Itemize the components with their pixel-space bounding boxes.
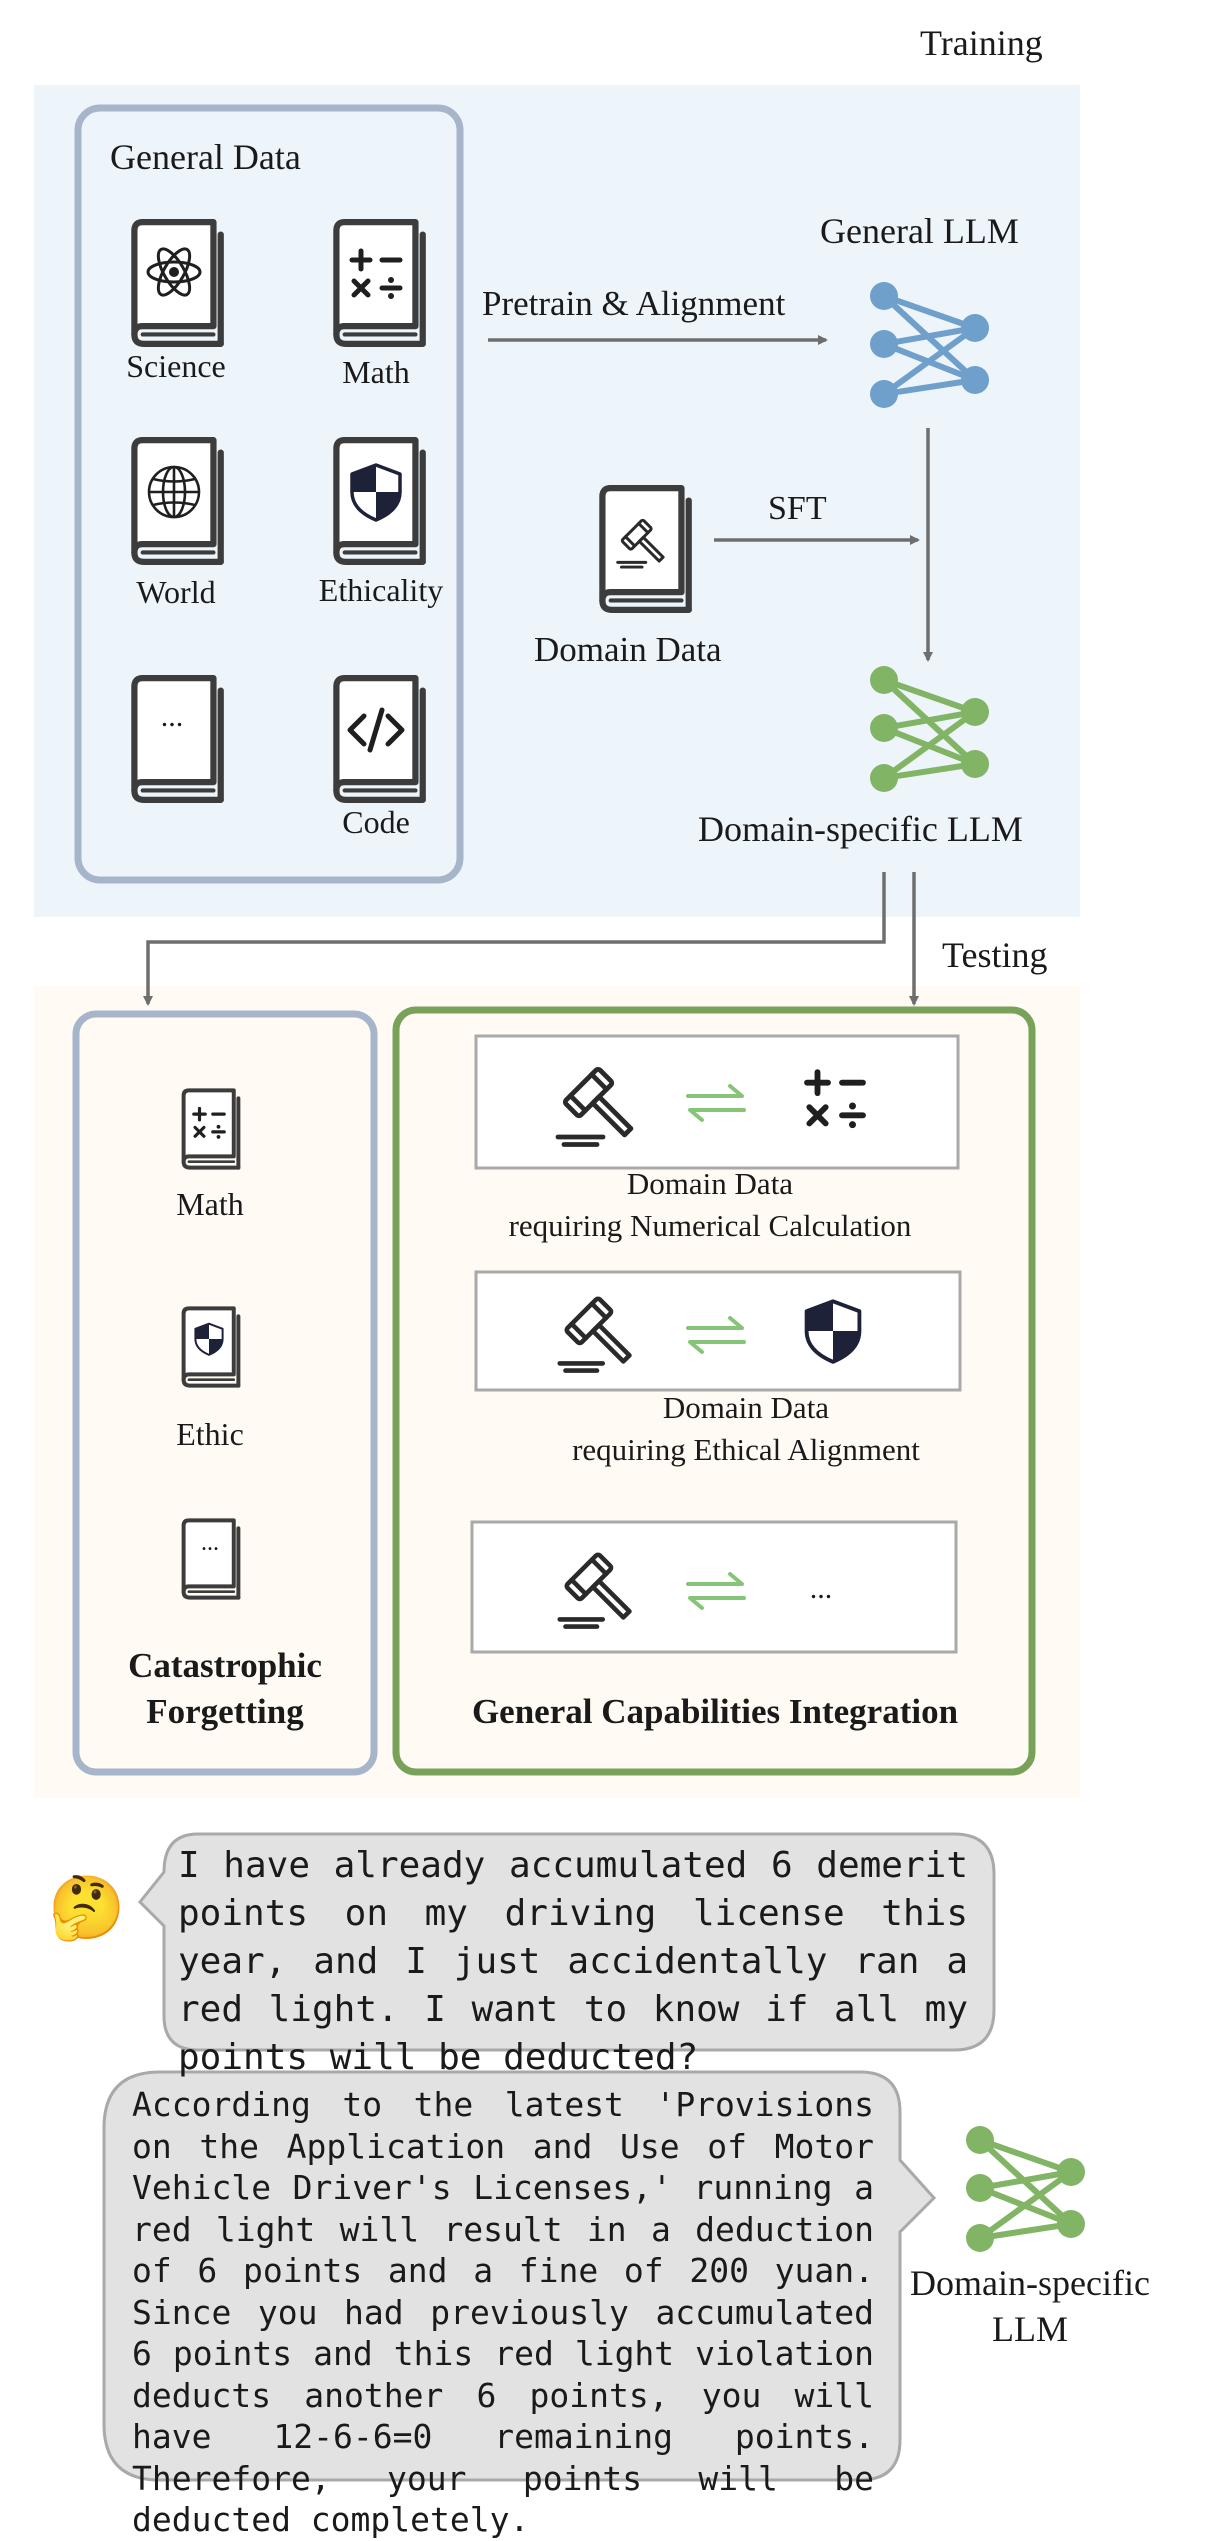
- general-data-title: General Data: [110, 137, 301, 177]
- book-world: [134, 440, 220, 562]
- pretrain-label: Pretrain & Alignment: [482, 284, 786, 323]
- book-code: [336, 678, 422, 800]
- ellipsis-icon: ...: [160, 700, 184, 733]
- forget-book-math: [184, 1090, 239, 1167]
- answer-bubble: [102, 2070, 937, 2482]
- ellipsis-icon: ...: [809, 1572, 833, 1605]
- book-label-science: Science: [126, 348, 226, 384]
- shield-icon: [804, 1299, 862, 1364]
- domain-data-label: Domain Data: [534, 630, 722, 669]
- forgetting-title-line2: Forgetting: [146, 1692, 304, 1731]
- row1-caption-line2: requiring Numerical Calculation: [508, 1208, 912, 1243]
- forget-book-ethic: [184, 1308, 239, 1385]
- domain-llm-label: Domain-specific LLM: [698, 809, 1023, 849]
- forget-label-ethic: Ethic: [176, 1416, 244, 1452]
- book-ethicality: [336, 440, 422, 562]
- training-title: Training: [920, 23, 1043, 63]
- forget-label-math: Math: [176, 1186, 244, 1222]
- shield-icon: [350, 463, 402, 522]
- question-bubble: [137, 1832, 996, 2052]
- row2-caption-line2: requiring Ethical Alignment: [572, 1432, 920, 1467]
- integration-row-3: [470, 1520, 958, 1654]
- book-label-math: Math: [342, 354, 410, 390]
- book-science: [134, 222, 220, 344]
- integration-box: [392, 1006, 1036, 1776]
- general-llm-label: General LLM: [820, 211, 1019, 251]
- book-label-world: World: [136, 574, 216, 610]
- forgetting-title-line1: Catastrophic: [128, 1646, 322, 1685]
- responder-label-line2: LLM: [992, 2309, 1068, 2349]
- sft-label: SFT: [768, 490, 827, 527]
- general-data-box: [74, 104, 464, 884]
- book-more: [134, 678, 220, 800]
- row1-caption-line1: Domain Data: [626, 1166, 794, 1201]
- thinking-emoji-avatar: 🤔: [48, 1871, 126, 1944]
- book-label-code: Code: [342, 804, 410, 840]
- book-math: [336, 222, 422, 344]
- integration-title: General Capabilities Integration: [471, 1692, 959, 1731]
- integration-row-1: [474, 1034, 960, 1170]
- answer-text: According to the latest 'Provisions on t…: [132, 2085, 874, 2539]
- forgetting-arrow: [143, 872, 886, 1006]
- book-label-ethicality: Ethicality: [318, 572, 444, 608]
- responder-network-icon: [966, 2126, 1085, 2252]
- domain-data-book: [602, 488, 688, 610]
- shield-icon: [194, 1322, 224, 1356]
- ellipsis-icon: ...: [201, 1530, 219, 1556]
- row2-caption-line1: Domain Data: [662, 1390, 830, 1425]
- question-text: I have already accumulated 6 demerit poi…: [178, 1845, 968, 2078]
- globe-icon: [147, 465, 201, 519]
- responder-label-line1: Domain-specific: [910, 2263, 1150, 2303]
- testing-title: Testing: [942, 935, 1048, 975]
- integration-row-2: [474, 1270, 962, 1392]
- forgetting-box: [72, 1010, 378, 1776]
